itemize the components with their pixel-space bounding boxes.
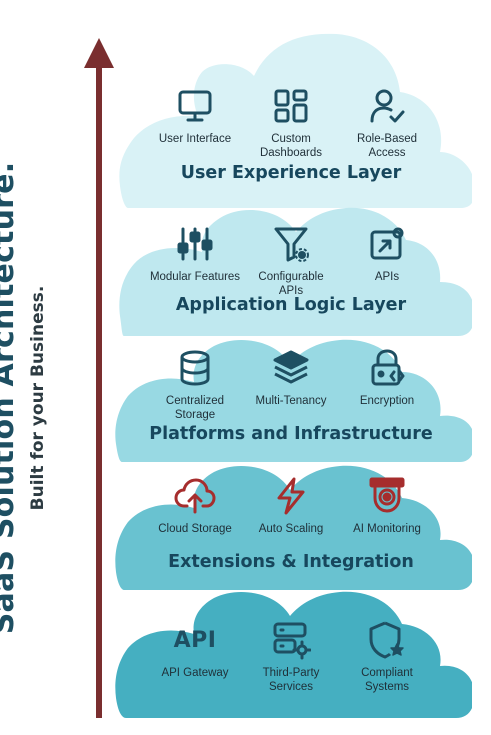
subtitle: Built for your Business. <box>28 285 48 511</box>
layer-title: Application Logic Layer <box>175 295 407 315</box>
side-title-block: SaaS Solution Architecture. Built for yo… <box>0 8 56 728</box>
lock-code-icon <box>365 346 409 390</box>
item-label: Multi-Tenancy <box>255 395 327 407</box>
layer-title: Platforms and Infrastructure <box>149 424 433 444</box>
item-encryption: Encryption <box>341 346 433 422</box>
cloud-layer-user-experience: User Interface Custom Dashboards Role-Ba… <box>110 32 472 208</box>
item-role-based-access: Role-Based Access <box>341 84 433 160</box>
cloud-layer-cloud-infrastructure: API API Gateway Third-Party Services Com… <box>110 586 472 718</box>
layer-title: User Experience Layer <box>180 163 402 183</box>
item-label: Modular Features <box>149 271 241 283</box>
cloud-layer-platforms: Centralized Storage Multi-Tenancy Encryp… <box>110 332 472 462</box>
item-label: Cloud Storage <box>158 523 232 535</box>
dashboard-icon <box>269 84 313 128</box>
cloud-layer-extensions: Cloud Storage Auto Scaling AI Monitoring… <box>110 458 472 590</box>
item-cloud-storage: Cloud Storage <box>149 474 241 536</box>
item-label: Role-Based Access <box>356 133 418 159</box>
item-label: Centralized Storage <box>165 395 225 421</box>
arrow-head <box>84 38 114 68</box>
item-ai-monitoring: AI Monitoring <box>341 474 433 536</box>
cloud-upload-icon <box>173 474 217 518</box>
item-label: API Gateway <box>161 667 229 679</box>
lightning-icon <box>269 474 313 518</box>
item-label: Auto Scaling <box>258 523 324 535</box>
item-third-party-services: Third-Party Services <box>245 618 337 694</box>
item-auto-scaling: Auto Scaling <box>245 474 337 536</box>
item-label: Third-Party Services <box>262 667 320 693</box>
camera-icon <box>365 474 409 518</box>
layers-icon <box>269 346 313 390</box>
item-centralized-storage: Centralized Storage <box>149 346 241 422</box>
item-configurable-apis: Configurable APIs <box>245 222 337 298</box>
monitor-icon <box>173 84 217 128</box>
item-label: AI Monitoring <box>353 523 421 535</box>
item-custom-dashboards: Custom Dashboards <box>245 84 337 160</box>
layer-title: Extensions & Integration <box>168 552 414 572</box>
rotated-title-wrap: SaaS Solution Architecture. Built for yo… <box>0 93 86 703</box>
item-apis: APIs <box>341 222 433 298</box>
item-label: Compliant Systems <box>361 667 413 693</box>
filter-gear-icon <box>269 222 313 266</box>
api-link-icon <box>365 222 409 266</box>
server-gear-icon <box>269 618 313 662</box>
item-multi-tenancy: Multi-Tenancy <box>245 346 337 422</box>
upward-arrow <box>84 38 114 718</box>
shield-star-icon <box>365 618 409 662</box>
item-label: User Interface <box>158 133 232 145</box>
arrow-shaft <box>96 66 102 718</box>
item-compliant-systems: Compliant Systems <box>341 618 433 694</box>
item-label: Configurable APIs <box>258 271 324 297</box>
api-icon-text: API <box>173 627 217 653</box>
cloud-layer-application-logic: Modular Features Configurable APIs APIs … <box>110 198 472 336</box>
api-text-icon: API <box>173 618 217 662</box>
item-label: Custom Dashboards <box>259 133 322 159</box>
item-modular-features: Modular Features <box>149 222 241 298</box>
item-label: APIs <box>374 271 400 283</box>
item-api-gateway: API API Gateway <box>149 618 241 694</box>
item-label: Encryption <box>359 395 415 407</box>
user-check-icon <box>365 84 409 128</box>
main-title: SaaS Solution Architecture. <box>0 161 21 635</box>
item-user-interface: User Interface <box>149 84 241 160</box>
database-icon <box>173 346 217 390</box>
sliders-icon <box>173 222 217 266</box>
